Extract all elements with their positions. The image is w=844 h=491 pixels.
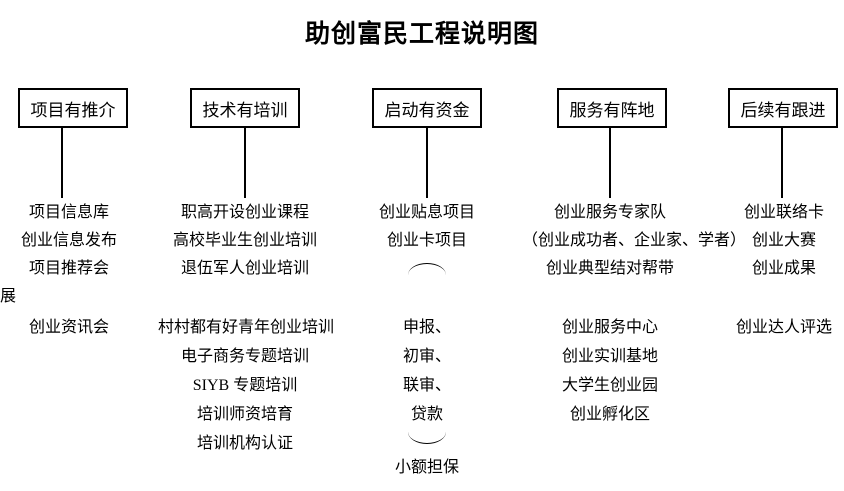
connector-line-follow-up — [781, 128, 783, 198]
list-item: 村村都有好青年创业培训 — [158, 319, 335, 336]
list-item: 培训机构认证 — [196, 435, 293, 452]
page-title: 助创富民工程说明图 — [304, 21, 539, 48]
list-skill-training-bottom: 村村都有好青年创业培训 电子商务专题培训 SIYB 专题培训 培训师资培育 培训… — [158, 313, 335, 458]
list-item: 申报、 — [402, 319, 451, 336]
list-item: 创业服务专家队 — [553, 204, 666, 221]
list-item: 项目信息库 — [28, 204, 109, 221]
list-item: 创业典型结对帮带 — [545, 260, 674, 277]
list-item: （创业成功者、企业家、学者） — [522, 232, 747, 249]
list-item: 高校毕业生创业培训 — [172, 232, 317, 249]
list-item-wrapped: 展 — [0, 288, 17, 305]
list-project-promotion-top: 项目信息库 创业信息发布 项目推荐会 展 — [0, 199, 138, 311]
list-item: 创业贴息项目 — [378, 204, 475, 221]
list-item: 创业成果 — [751, 260, 816, 277]
connector-line-project-promotion — [61, 128, 63, 198]
list-follow-up-bottom: 创业达人评选 — [709, 313, 844, 342]
list-item: 小额担保 — [394, 459, 459, 476]
connector-line-service-base — [609, 128, 611, 198]
list-item: 创业孵化区 — [569, 406, 650, 423]
list-item: 培训师资培育 — [196, 406, 293, 423]
list-item: 贷款 — [410, 406, 443, 423]
list-startup-funding-bottom: 申报、 初审、 联审、 贷款 小额担保 — [355, 313, 499, 482]
list-item: 创业服务中心 — [561, 319, 658, 336]
list-item: 联审、 — [402, 377, 451, 394]
arc-top-icon — [408, 263, 446, 275]
connector-line-startup-funding — [426, 128, 428, 198]
list-item: 创业实训基地 — [561, 348, 658, 365]
list-item: 创业卡项目 — [386, 232, 467, 249]
list-item: 创业大赛 — [751, 232, 816, 249]
list-item: SIYB 专题培训 — [192, 377, 298, 394]
list-service-base-bottom: 创业服务中心 创业实训基地 大学生创业园 创业孵化区 — [522, 313, 698, 429]
list-item: 创业达人评选 — [735, 319, 832, 336]
list-item: 退伍军人创业培训 — [180, 260, 309, 277]
list-item: 创业资讯会 — [28, 319, 109, 336]
list-item: 职高开设创业课程 — [180, 204, 309, 221]
branch-box-follow-up: 后续有跟进 — [728, 88, 838, 128]
list-startup-funding-top: 创业贴息项目 创业卡项目 — [355, 199, 499, 275]
list-service-base-top: 创业服务专家队 （创业成功者、企业家、学者） 创业典型结对帮带 — [522, 199, 747, 283]
branch-box-skill-training: 技术有培训 — [190, 88, 300, 128]
branch-box-startup-funding: 启动有资金 — [372, 88, 482, 128]
arc-bottom-icon — [408, 432, 446, 444]
list-item: 电子商务专题培训 — [180, 348, 309, 365]
branch-box-service-base: 服务有阵地 — [557, 88, 667, 128]
list-item: 项目推荐会 — [28, 260, 109, 277]
connector-line-skill-training — [244, 128, 246, 198]
list-project-promotion-bottom: 创业资讯会 — [0, 313, 138, 342]
list-item: 创业联络卡 — [743, 204, 824, 221]
list-follow-up-top: 创业联络卡 创业大赛 创业成果 — [709, 199, 844, 283]
list-item: 创业信息发布 — [20, 232, 117, 249]
list-item: 初审、 — [402, 348, 451, 365]
list-skill-training-top: 职高开设创业课程 高校毕业生创业培训 退伍军人创业培训 — [158, 199, 332, 283]
branch-box-project-promotion: 项目有推介 — [18, 88, 128, 128]
list-item: 大学生创业园 — [561, 377, 658, 394]
